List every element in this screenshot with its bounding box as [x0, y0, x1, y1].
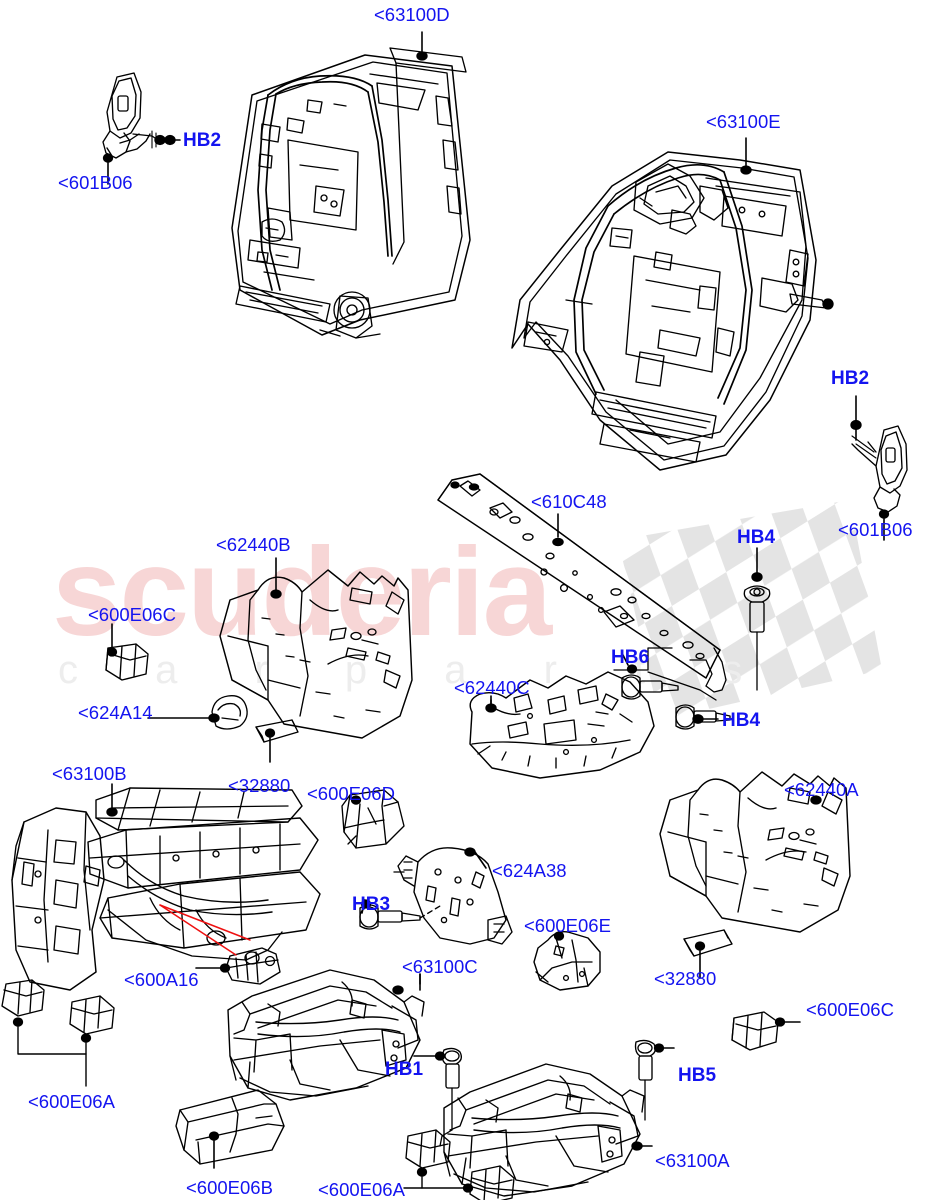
part-63100A-cushion-frame: [443, 1063, 645, 1197]
callout-32880-left: <32880: [228, 775, 291, 796]
callout-32880-right: <32880: [654, 968, 717, 989]
part-624A14-grommet: [208, 695, 248, 730]
callout-HB3: HB3: [352, 894, 391, 915]
callout-600E06A-left: <600E06A: [28, 1091, 115, 1112]
callout-62440B: <62440B: [216, 534, 291, 555]
callout-601B06-top-left: <601B06: [58, 172, 133, 193]
callout-HB1: HB1: [385, 1059, 424, 1080]
hardware-HB1-bolt: [434, 1047, 462, 1147]
callout-63100C: <63100C: [402, 956, 478, 977]
part-600A16-sensor: [195, 947, 281, 985]
callout-62440A: <62440A: [784, 779, 859, 800]
part-601B06-right: [850, 419, 908, 519]
callout-624A38: <624A38: [492, 860, 567, 881]
callout-600E06D: <600E06D: [307, 783, 395, 804]
callout-63100E-right: <63100E: [706, 111, 781, 132]
callout-601B06-right: <601B06: [838, 519, 913, 540]
callout-HB2-right: HB2: [831, 368, 870, 389]
callout-600E06B: <600E06B: [186, 1177, 273, 1198]
part-600E06C-clip-left: [105, 643, 149, 681]
callout-63100B: <63100B: [52, 763, 127, 784]
callout-610C48: <610C48: [531, 491, 607, 512]
part-32880-strip-right: [683, 929, 733, 957]
callout-63100A: <63100A: [655, 1150, 730, 1171]
callout-HB2-top-left: HB2: [183, 130, 222, 151]
part-63100D-back-frame: [231, 47, 471, 339]
part-600E06C-clip-right: [731, 1011, 786, 1051]
callout-600E06E: <600E06E: [524, 915, 611, 936]
part-62440C-cushion-pad: [469, 671, 655, 779]
callout-600A16: <600A16: [124, 969, 199, 990]
callout-HB5: HB5: [678, 1065, 717, 1086]
part-600E06A-clips-bottom: [405, 1129, 515, 1200]
callout-HB4-upper: HB4: [737, 527, 776, 548]
part-600E06B-trim: [175, 1089, 285, 1165]
part-63100B-cushion-frame: [11, 787, 321, 991]
part-63100C-cushion-frame: [227, 969, 425, 1101]
callout-600E06A-bottom: <600E06A: [318, 1179, 405, 1200]
callout-63100D-top: <63100D: [374, 4, 450, 25]
part-600E06E-bracket: [533, 930, 601, 991]
callout-600E06C-right: <600E06C: [806, 999, 894, 1020]
callout-HB4-lower: HB4: [722, 710, 761, 731]
callout-HB6: HB6: [611, 647, 650, 668]
callout-624A14: <624A14: [78, 702, 153, 723]
callout-600E06C-left: <600E06C: [88, 604, 176, 625]
part-63100E-back-frame: [511, 151, 834, 471]
callout-62440C: <62440C: [454, 677, 530, 698]
hardware-HB5-bolt: [634, 1039, 675, 1121]
part-601B06-top-left: [102, 72, 176, 163]
